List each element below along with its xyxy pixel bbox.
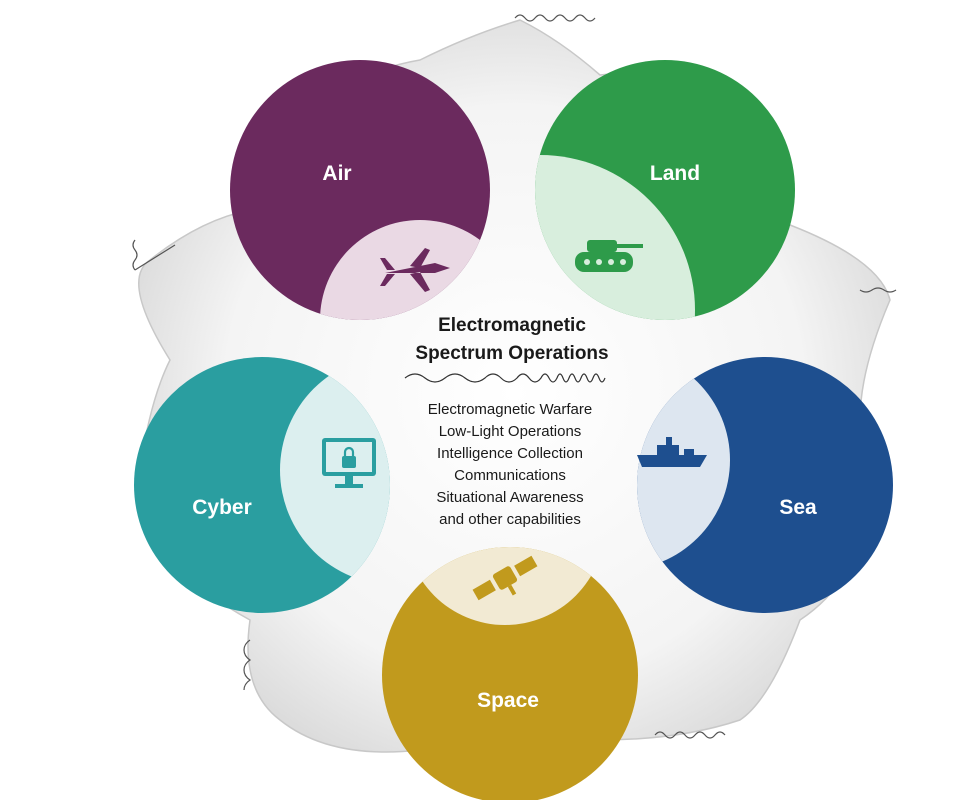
cyber-label: Cyber (192, 496, 252, 519)
center-content: Electromagnetic Spectrum Operations Elec… (404, 315, 609, 528)
land-label: Land (650, 162, 700, 185)
domain-sea: Sea (637, 357, 893, 613)
tank-icon (575, 240, 643, 272)
sea-label: Sea (779, 496, 817, 519)
center-title-line2: Spectrum Operations (415, 343, 608, 364)
space-circle (382, 547, 638, 800)
locked-monitor-icon (322, 438, 376, 488)
capability-item: Low-Light Operations (439, 423, 582, 440)
fighter-jet-icon (380, 248, 450, 292)
capability-item: Electromagnetic Warfare (428, 401, 593, 418)
spectrum-waves (132, 14, 897, 739)
air-label: Air (322, 162, 351, 185)
spectrum-wave-divider (404, 373, 606, 383)
capability-item: Communications (454, 467, 566, 484)
center-title-line1: Electromagnetic (438, 315, 586, 336)
capability-item: Intelligence Collection (437, 445, 583, 462)
ship-icon (637, 437, 707, 467)
sea-icon-cutout (637, 357, 730, 570)
satellite-icon (472, 555, 538, 601)
domain-cyber: Cyber (134, 357, 390, 613)
space-icon-cutout (405, 547, 605, 625)
space-label: Space (477, 689, 539, 712)
cyber-icon-cutout (280, 357, 390, 585)
capability-item: Situational Awareness (436, 489, 583, 506)
capability-item: and other capabilities (439, 511, 581, 528)
domain-space: Space (382, 547, 638, 800)
